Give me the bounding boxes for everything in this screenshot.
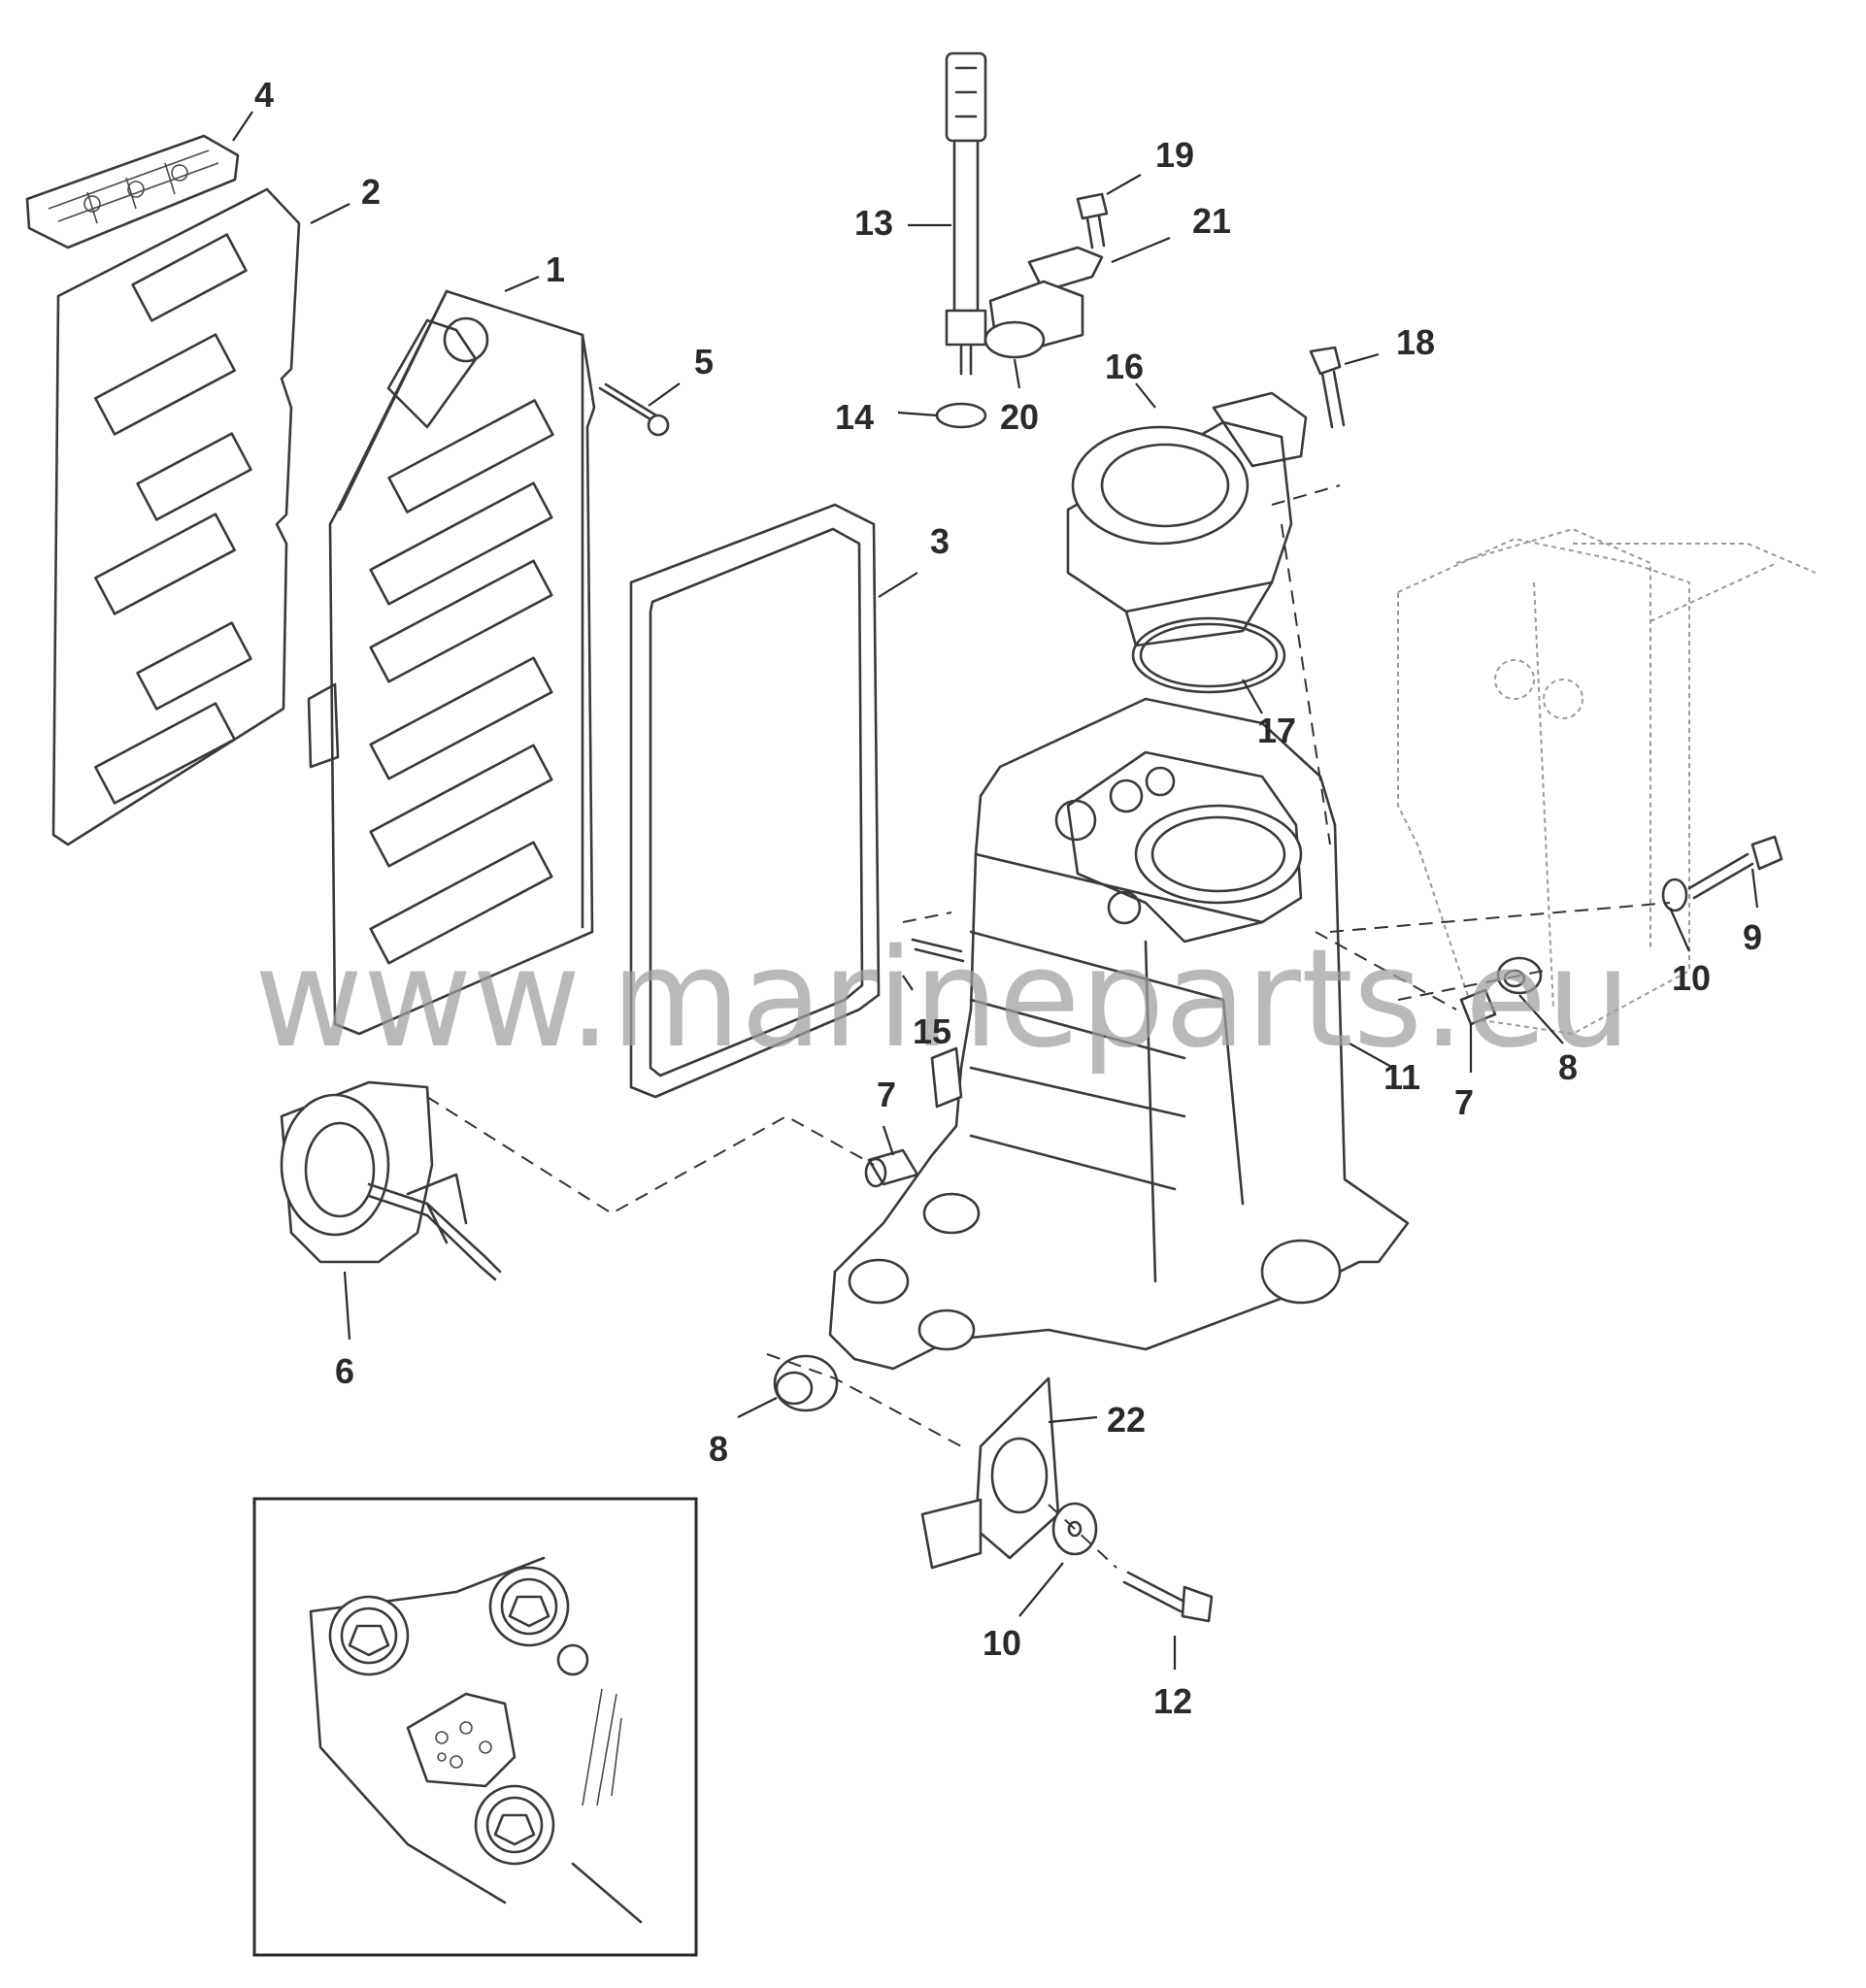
leader-lines bbox=[232, 111, 1759, 1670]
callout-2: 2 bbox=[361, 172, 381, 212]
callout-21: 21 bbox=[1192, 201, 1231, 241]
part-13-temperature-sensor bbox=[945, 51, 987, 376]
part-16-throttle-body bbox=[1066, 391, 1308, 647]
part-7-dowel-pin-right bbox=[1459, 988, 1497, 1026]
part-5-screw bbox=[598, 382, 670, 437]
part-12-bolt bbox=[1122, 1571, 1214, 1623]
part-4-reed-valve-block bbox=[25, 134, 240, 249]
callout-12: 12 bbox=[1153, 1681, 1192, 1721]
part-3-adapter-gasket bbox=[629, 503, 881, 1099]
callout-8-lower: 8 bbox=[709, 1429, 728, 1469]
callout-10-right: 10 bbox=[1672, 958, 1711, 998]
callout-5: 5 bbox=[694, 342, 714, 381]
part-7-dowel-pin-lower bbox=[864, 1148, 919, 1188]
part-11-exhaust-adapter-housing bbox=[828, 697, 1410, 1371]
ghost-engine-outline bbox=[1397, 527, 1816, 1036]
callout-14: 14 bbox=[835, 397, 874, 437]
callout-6: 6 bbox=[335, 1351, 354, 1391]
callout-15: 15 bbox=[913, 1011, 951, 1051]
detail-inset bbox=[252, 1497, 698, 1957]
callout-3: 3 bbox=[930, 521, 950, 561]
part-20-map-sensor bbox=[983, 280, 1084, 359]
callout-19: 19 bbox=[1155, 135, 1194, 175]
part-8-plug-lower bbox=[773, 1354, 839, 1412]
part-14-o-ring bbox=[935, 402, 987, 429]
watermark-text: www.marineparts.eu bbox=[254, 920, 1631, 1078]
callout-10-lower: 10 bbox=[983, 1623, 1021, 1663]
callout-13: 13 bbox=[854, 203, 893, 243]
part-17-o-ring bbox=[1131, 616, 1286, 694]
callout-16: 16 bbox=[1105, 347, 1144, 386]
callout-9: 9 bbox=[1743, 917, 1762, 957]
callout-11: 11 bbox=[1383, 1057, 1420, 1097]
callout-8-right: 8 bbox=[1558, 1047, 1578, 1087]
part-2-reed-gasket-plate bbox=[51, 187, 301, 846]
part-19-bolt bbox=[1076, 192, 1109, 249]
callout-labels: 4 2 1 5 3 13 19 21 18 16 14 20 17 9 10 8… bbox=[254, 75, 1762, 1721]
part-9-bolt bbox=[1687, 835, 1783, 900]
callout-18: 18 bbox=[1396, 322, 1435, 362]
callout-1: 1 bbox=[546, 249, 565, 289]
part-6-pump-assembly bbox=[280, 1080, 502, 1281]
part-18-bolt bbox=[1309, 346, 1346, 429]
callout-4: 4 bbox=[254, 75, 274, 115]
assembly-dashed-lines bbox=[426, 484, 1671, 1569]
part-1-reed-plate-housing bbox=[307, 289, 596, 1036]
part-10-washer-right bbox=[1661, 878, 1688, 912]
callout-7-right: 7 bbox=[1454, 1082, 1474, 1122]
part-15-stud bbox=[911, 938, 965, 963]
callout-20: 20 bbox=[1000, 397, 1039, 437]
callout-7-lower: 7 bbox=[877, 1075, 896, 1114]
part-22-cover-plate bbox=[920, 1376, 1060, 1570]
callout-17: 17 bbox=[1257, 711, 1296, 750]
callout-22: 22 bbox=[1107, 1400, 1146, 1440]
